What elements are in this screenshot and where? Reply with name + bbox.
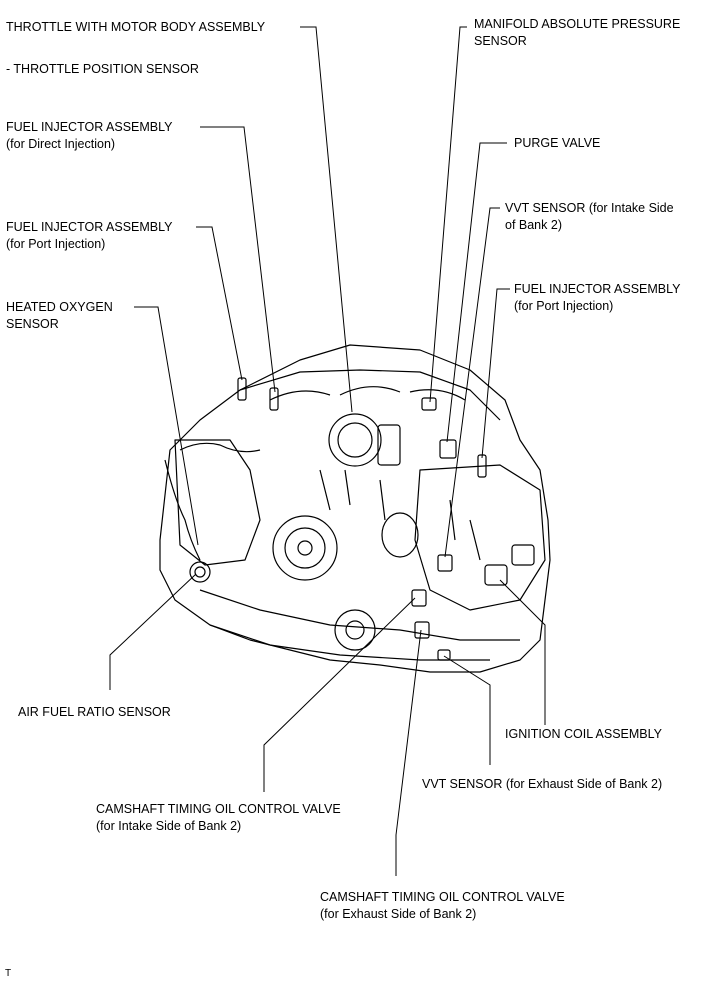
injector-direct-shape [269, 387, 279, 411]
label-air-fuel-ratio-line1: AIR FUEL RATIO SENSOR [18, 705, 171, 719]
idler-pulley-inner [345, 620, 365, 640]
cylinder-head-right [414, 464, 546, 611]
label-heated-oxygen-line1: HEATED OXYGEN [6, 300, 113, 314]
leader-injector-port-right [481, 288, 510, 459]
label-injector-port-left-line2: (for Port Injection) [6, 237, 106, 251]
lower-block [199, 589, 520, 641]
label-injector-direct: FUEL INJECTOR ASSEMBLY (for Direct Injec… [6, 119, 172, 153]
leader-throttle-body [300, 26, 353, 413]
throttle-bore [337, 422, 373, 458]
label-manifold-pressure-line2: SENSOR [474, 34, 527, 48]
oil-filter [381, 512, 419, 558]
intake-runner-1 [269, 390, 331, 401]
leader-lines [109, 26, 546, 876]
ocv-exhaust-shape [414, 621, 430, 639]
label-injector-port-left: FUEL INJECTOR ASSEMBLY (for Port Injecti… [6, 219, 172, 253]
crank-pulley-hub [297, 540, 313, 556]
label-injector-port-left-line1: FUEL INJECTOR ASSEMBLY [6, 220, 173, 234]
label-vvt-intake-line1: VVT SENSOR (for Intake Side [505, 201, 674, 215]
label-vvt-exhaust-line1: VVT SENSOR (for Exhaust Side of Bank 2) [422, 777, 663, 791]
label-injector-direct-line1: FUEL INJECTOR ASSEMBLY [6, 120, 173, 134]
throttle-body [328, 413, 382, 467]
leader-injector-port-left [196, 226, 243, 381]
lower-block-2 [209, 624, 490, 661]
leader-heated-oxygen [134, 306, 199, 546]
label-camshaft-intake: CAMSHAFT TIMING OIL CONTROL VALVE (for I… [96, 801, 341, 835]
label-ignition-coil-line1: IGNITION COIL ASSEMBLY [505, 727, 662, 741]
af-sensor-body [189, 561, 211, 583]
label-camshaft-exhaust: CAMSHAFT TIMING OIL CONTROL VALVE (for E… [320, 889, 565, 923]
detail-lines [319, 469, 481, 561]
map-sensor [421, 397, 437, 411]
label-camshaft-intake-line1: CAMSHAFT TIMING OIL CONTROL VALVE [96, 802, 341, 816]
purge-valve-shape [439, 439, 457, 459]
label-injector-port-right-line2: (for Port Injection) [514, 299, 614, 313]
label-purge-valve: PURGE VALVE [514, 135, 600, 152]
label-manifold-pressure: MANIFOLD ABSOLUTE PRESSURE SENSOR [474, 16, 680, 50]
label-air-fuel-ratio: AIR FUEL RATIO SENSOR [18, 704, 171, 721]
label-throttle-body: THROTTLE WITH MOTOR BODY ASSEMBLY [6, 19, 265, 36]
vvt-sensor-intake-shape [437, 554, 453, 572]
cylinder-head-left [174, 439, 261, 566]
label-ignition-coil: IGNITION COIL ASSEMBLY [505, 726, 662, 743]
oxygen-sensor-wire [164, 459, 201, 561]
intake-runner-3 [409, 389, 466, 401]
intake-runner-2 [339, 386, 401, 396]
label-throttle-body-line1: THROTTLE WITH MOTOR BODY ASSEMBLY [6, 20, 266, 34]
label-throttle-position-line1: - THROTTLE POSITION SENSOR [6, 62, 199, 76]
label-vvt-exhaust: VVT SENSOR (for Exhaust Side of Bank 2) [422, 776, 662, 793]
label-camshaft-exhaust-line1: CAMSHAFT TIMING OIL CONTROL VALVE [320, 890, 565, 904]
label-vvt-intake: VVT SENSOR (for Intake Side of Bank 2) [505, 200, 674, 234]
label-injector-port-right-line1: FUEL INJECTOR ASSEMBLY [514, 282, 681, 296]
crank-pulley [272, 515, 338, 581]
ignition-coil-2 [511, 544, 535, 566]
harness-wire [179, 442, 261, 453]
leader-camshaft-intake [263, 597, 416, 792]
engine-outline [159, 344, 551, 673]
leader-vvt-exhaust [443, 655, 491, 765]
label-heated-oxygen-line2: SENSOR [6, 317, 59, 331]
label-camshaft-intake-line2: (for Intake Side of Bank 2) [96, 819, 242, 833]
intake-manifold [239, 369, 501, 421]
label-injector-port-right: FUEL INJECTOR ASSEMBLY (for Port Injecti… [514, 281, 680, 315]
label-throttle-position: - THROTTLE POSITION SENSOR [6, 61, 199, 78]
leader-purge-valve [446, 142, 507, 443]
af-sensor-core [194, 566, 206, 578]
engine-illustration [159, 344, 551, 673]
leader-injector-direct [200, 126, 276, 393]
ignition-coil-1 [484, 564, 508, 586]
label-heated-oxygen: HEATED OXYGEN SENSOR [6, 299, 113, 333]
leader-air-fuel-ratio [109, 573, 197, 690]
leader-ignition-coil [499, 579, 546, 725]
crank-pulley-inner [284, 527, 326, 569]
leader-camshaft-exhaust [395, 629, 422, 876]
leader-map-sensor [429, 26, 467, 403]
label-manifold-pressure-line1: MANIFOLD ABSOLUTE PRESSURE [474, 17, 681, 31]
label-camshaft-exhaust-line2: (for Exhaust Side of Bank 2) [320, 907, 477, 921]
label-purge-valve-line1: PURGE VALVE [514, 136, 601, 150]
label-injector-direct-line2: (for Direct Injection) [6, 137, 116, 151]
vvt-sensor-exhaust-shape [437, 649, 451, 661]
idler-pulley [334, 609, 376, 651]
ocv-intake-shape [411, 589, 427, 607]
throttle-motor [377, 424, 401, 466]
corner-mark: T [5, 968, 12, 979]
leader-vvt-intake [444, 207, 500, 558]
label-vvt-intake-line2: of Bank 2) [505, 218, 562, 232]
